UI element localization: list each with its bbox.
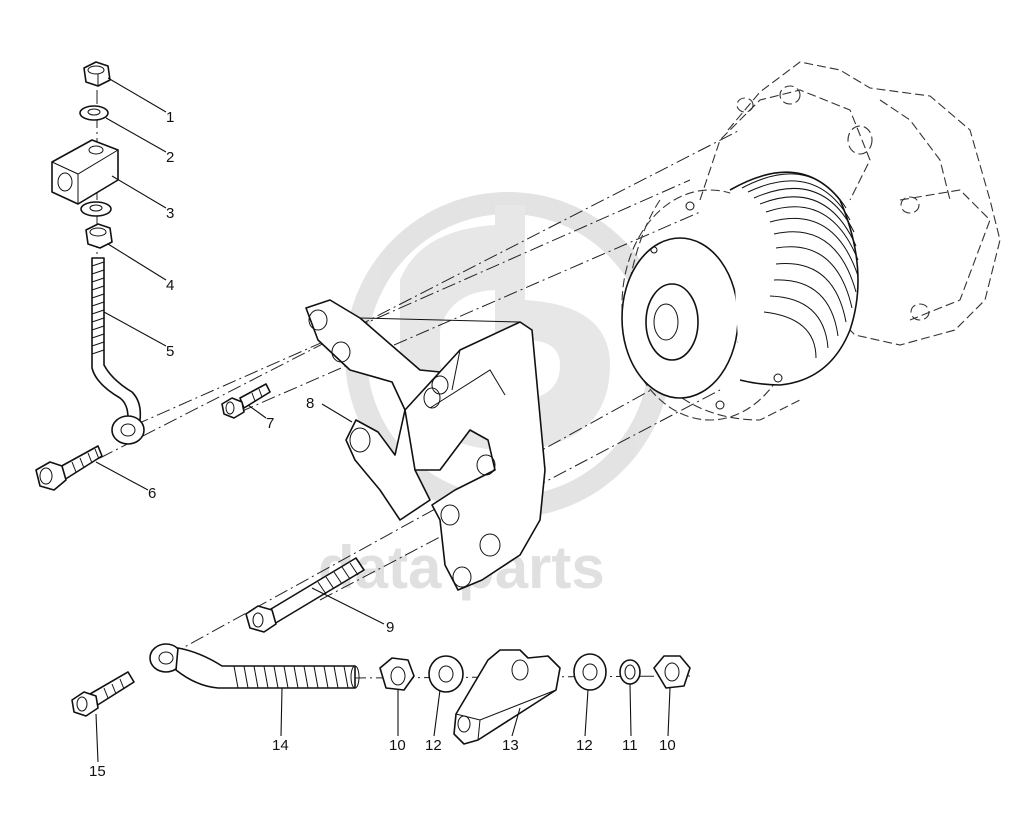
part-1-hex-nut — [83, 61, 111, 87]
callout-3: 3 — [166, 205, 174, 222]
callout-2: 2 — [166, 149, 174, 166]
part-2-washer — [79, 105, 109, 121]
alternator-assembly — [621, 61, 1001, 421]
callout-7: 7 — [266, 415, 274, 432]
part-15-bolt — [71, 671, 135, 717]
part-10-hex-nut-a — [379, 657, 415, 691]
part-4-hex-nut — [85, 223, 113, 249]
part-3-clamp-block — [51, 139, 119, 205]
part-5-eye-rod — [91, 257, 145, 445]
callout-1: 1 — [166, 109, 174, 126]
part-7-bolt — [221, 383, 271, 419]
part-washer-lower — [80, 201, 112, 217]
callout-14: 14 — [272, 737, 289, 754]
callout-4: 4 — [166, 277, 174, 294]
callout-11: 11 — [622, 737, 638, 754]
callout-13: 13 — [502, 737, 519, 754]
callout-15: 15 — [89, 763, 106, 780]
part-14-eye-rod — [149, 643, 360, 689]
callout-10-a: 10 — [389, 737, 406, 754]
part-9-long-bolt — [245, 557, 365, 633]
callout-6: 6 — [148, 485, 156, 502]
part-13-link-plate — [453, 649, 561, 745]
callout-10-b: 10 — [659, 737, 676, 754]
callout-labels: 1 2 3 4 5 6 7 8 9 10 12 13 12 11 10 14 1… — [89, 109, 676, 780]
part-6-bolt — [35, 445, 103, 491]
leader-lines — [95, 77, 671, 763]
part-11-lock-washer — [619, 659, 641, 685]
part-8-bracket — [305, 299, 546, 591]
callout-9: 9 — [386, 619, 394, 636]
callout-8: 8 — [306, 395, 314, 412]
callout-5: 5 — [166, 343, 174, 360]
part-12-washer-a — [428, 655, 464, 693]
part-10-hex-nut-b — [653, 655, 691, 689]
part-12-washer-b — [573, 653, 607, 691]
callout-12-b: 12 — [576, 737, 593, 754]
callout-12-a: 12 — [425, 737, 442, 754]
